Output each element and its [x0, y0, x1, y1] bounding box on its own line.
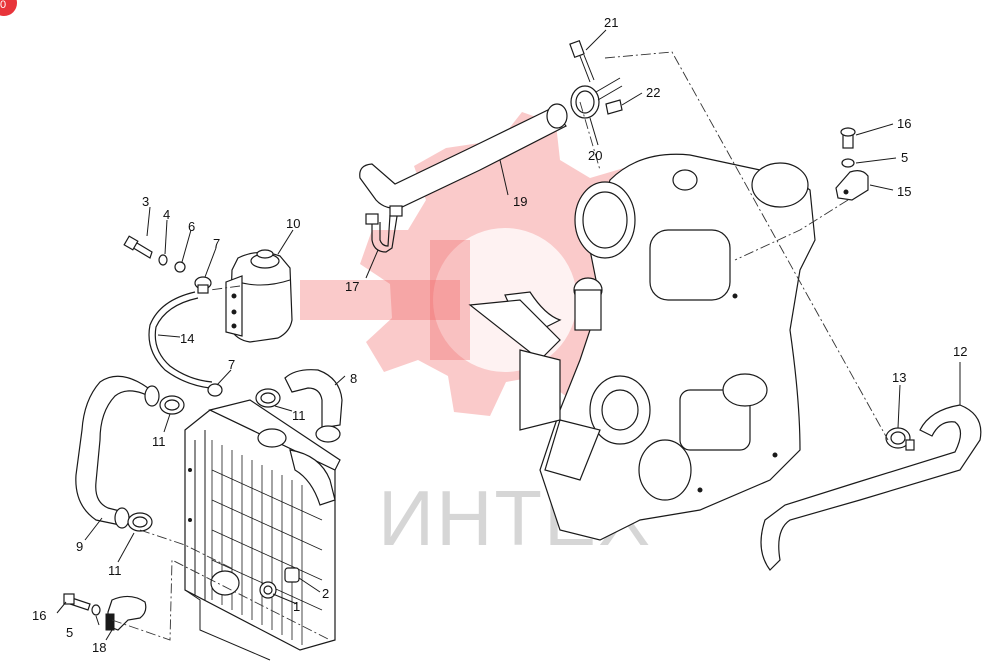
callout-22: 22	[646, 85, 660, 100]
callout-2: 2	[322, 586, 329, 601]
callout-14: 14	[180, 331, 194, 346]
callout-15: 15	[897, 184, 911, 199]
callout-17: 17	[345, 279, 359, 294]
callout-11-left: 11	[152, 434, 166, 449]
radiator	[184, 399, 341, 661]
callout-6: 6	[188, 219, 195, 234]
callout-7-upper: 7	[213, 236, 220, 251]
callout-7-lower: 7	[228, 357, 235, 372]
lower-hose-12	[760, 404, 982, 571]
hose-clamp-11-left	[159, 395, 185, 415]
clamp-7-lower	[207, 383, 223, 397]
callout-9: 9	[76, 539, 83, 554]
nut-6	[174, 261, 186, 273]
hose-clamp-11-bottom	[127, 512, 153, 532]
callout-8: 8	[350, 371, 357, 386]
callout-21: 21	[604, 15, 618, 30]
hose-clamp-11-right	[255, 388, 281, 408]
callout-13: 13	[892, 370, 906, 385]
callout-4: 4	[163, 207, 170, 222]
hose-clamp-near-8	[315, 425, 341, 443]
callout-11-right: 11	[292, 408, 306, 423]
radiator-upper-hose-9	[75, 375, 157, 526]
callout-18: 18	[92, 640, 106, 655]
callout-5-right: 5	[901, 150, 908, 165]
engine-block	[468, 153, 816, 541]
leader-lines	[56, 29, 961, 641]
washer-4	[158, 254, 168, 266]
callout-11-bottom: 11	[108, 563, 122, 578]
bolt-3	[123, 235, 153, 259]
reservoir-tank	[225, 249, 293, 343]
bypass-pipe-17	[371, 209, 399, 253]
overflow-hose	[148, 291, 213, 389]
cap-2	[284, 567, 300, 583]
bolt-16-lower	[63, 593, 91, 611]
callout-3: 3	[142, 194, 149, 209]
callout-10: 10	[286, 216, 300, 231]
radiator-hose-8	[284, 369, 343, 429]
washer-5-lower	[91, 604, 101, 616]
bracket-15-assembly	[835, 127, 869, 201]
callout-20: 20	[588, 148, 602, 163]
corner-badge: 0	[0, 0, 17, 16]
callout-1: 1	[293, 599, 300, 614]
routing-lines	[111, 51, 889, 641]
drain-plug-1	[259, 581, 277, 599]
callout-5-lower: 5	[66, 625, 73, 640]
callout-19: 19	[513, 194, 527, 209]
callout-16-lower: 16	[32, 608, 46, 623]
clamp-20-assembly	[569, 39, 623, 119]
clamp-13	[885, 427, 915, 451]
callout-labels: 1 2 3 4 5 5 6 7 7 8 9 10 11 11 11 12 13 …	[32, 15, 967, 655]
clamp-7-upper	[194, 276, 212, 294]
corner-badge-text: 0	[0, 0, 6, 11]
callout-12: 12	[953, 344, 967, 359]
callout-16-right: 16	[897, 116, 911, 131]
